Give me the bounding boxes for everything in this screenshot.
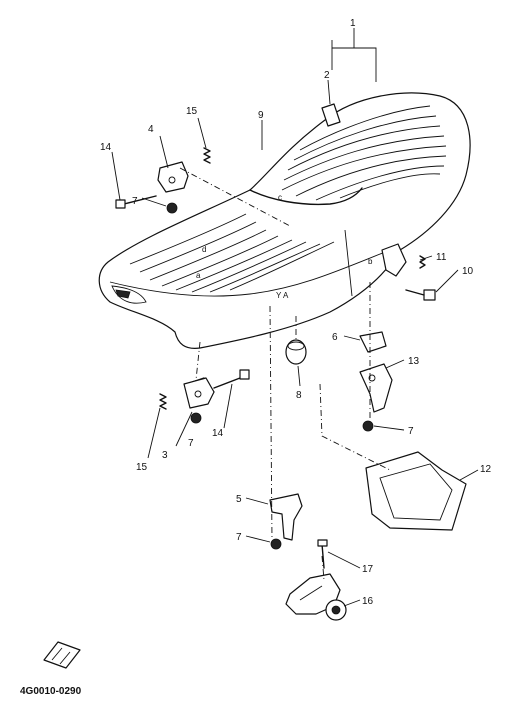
callout-7-lower: 7: [236, 532, 242, 543]
callout-5: 5: [236, 494, 242, 505]
seat-mark-b: b: [368, 257, 373, 266]
part-14-bolt-lower: [213, 369, 250, 389]
drawing-number: 4G0010-0290: [20, 686, 82, 697]
seat-step: [249, 187, 363, 206]
seat-rear-hook: [381, 243, 407, 277]
callout-7-top: 7: [132, 196, 138, 207]
callout-3: 3: [162, 450, 168, 461]
callout-14-lower: 14: [212, 428, 224, 439]
part-12-tray: [365, 451, 467, 531]
part-6-hinge-right: [359, 331, 387, 353]
callout-15-lower: 15: [136, 462, 148, 473]
part-4-front-bracket: [157, 161, 189, 193]
part-7-nut-top: [166, 202, 178, 214]
seat-side-edge: [109, 249, 391, 297]
front-direction-arrow-icon: [43, 641, 81, 669]
seat-strap-stub: [321, 103, 341, 127]
part-14-bolt-top: [115, 195, 157, 209]
seat-assembly: [98, 92, 471, 401]
callout-8: 8: [296, 390, 302, 401]
part-9-damper: [285, 339, 307, 365]
part-15-spring-top: [203, 147, 211, 164]
callout-1: 1: [350, 18, 356, 29]
callout-7-right: 7: [408, 426, 414, 437]
part-7-nut-lower-left: [190, 412, 202, 424]
callout-16: 16: [362, 596, 374, 607]
callout-9: 9: [258, 110, 264, 121]
seat-mark-ya: Y A: [276, 291, 289, 300]
leader-lines: [111, 28, 479, 607]
seat-pleats-rear: [281, 105, 447, 201]
seat-nose-logo: [115, 289, 131, 299]
callout-4: 4: [148, 124, 154, 135]
callout-12: 12: [480, 464, 492, 475]
callout-6: 6: [332, 332, 338, 343]
part-11-spring: [419, 255, 426, 269]
part-17-bolt: [317, 539, 328, 569]
callout-17: 17: [362, 564, 374, 575]
part-15-spring-lower: [159, 393, 167, 410]
part-10-bolt: [405, 289, 436, 301]
part-7-nut-right: [362, 420, 374, 432]
callout-13: 13: [408, 356, 420, 367]
alignment-lines: [179, 167, 391, 581]
part-13-hook-right: [359, 363, 393, 413]
seat-mark-d: d: [202, 245, 206, 254]
callout-7-lower-left: 7: [188, 438, 194, 449]
callout-11: 11: [436, 252, 447, 263]
seat-body: [98, 92, 471, 349]
seat-mark-a: a: [196, 271, 201, 280]
seat-pleats-front: [129, 213, 335, 293]
part-16-lock: [285, 573, 347, 621]
callout-15-top: 15: [186, 106, 198, 117]
seat-mark-c: c: [278, 193, 282, 202]
callout-10: 10: [462, 266, 474, 277]
part-3-hinge: [183, 377, 215, 409]
part-7-nut-lower: [270, 538, 282, 550]
seat-reference-marks: c d a b Y A: [196, 193, 373, 300]
part-5-lower-bracket: [269, 493, 303, 541]
callout-2: 2: [324, 70, 330, 81]
callout-labels: 1 2 9 15 4 14 7 11 10 6 13 8 14 7 7 3 15…: [100, 18, 492, 607]
callout-14-top: 14: [100, 142, 112, 153]
